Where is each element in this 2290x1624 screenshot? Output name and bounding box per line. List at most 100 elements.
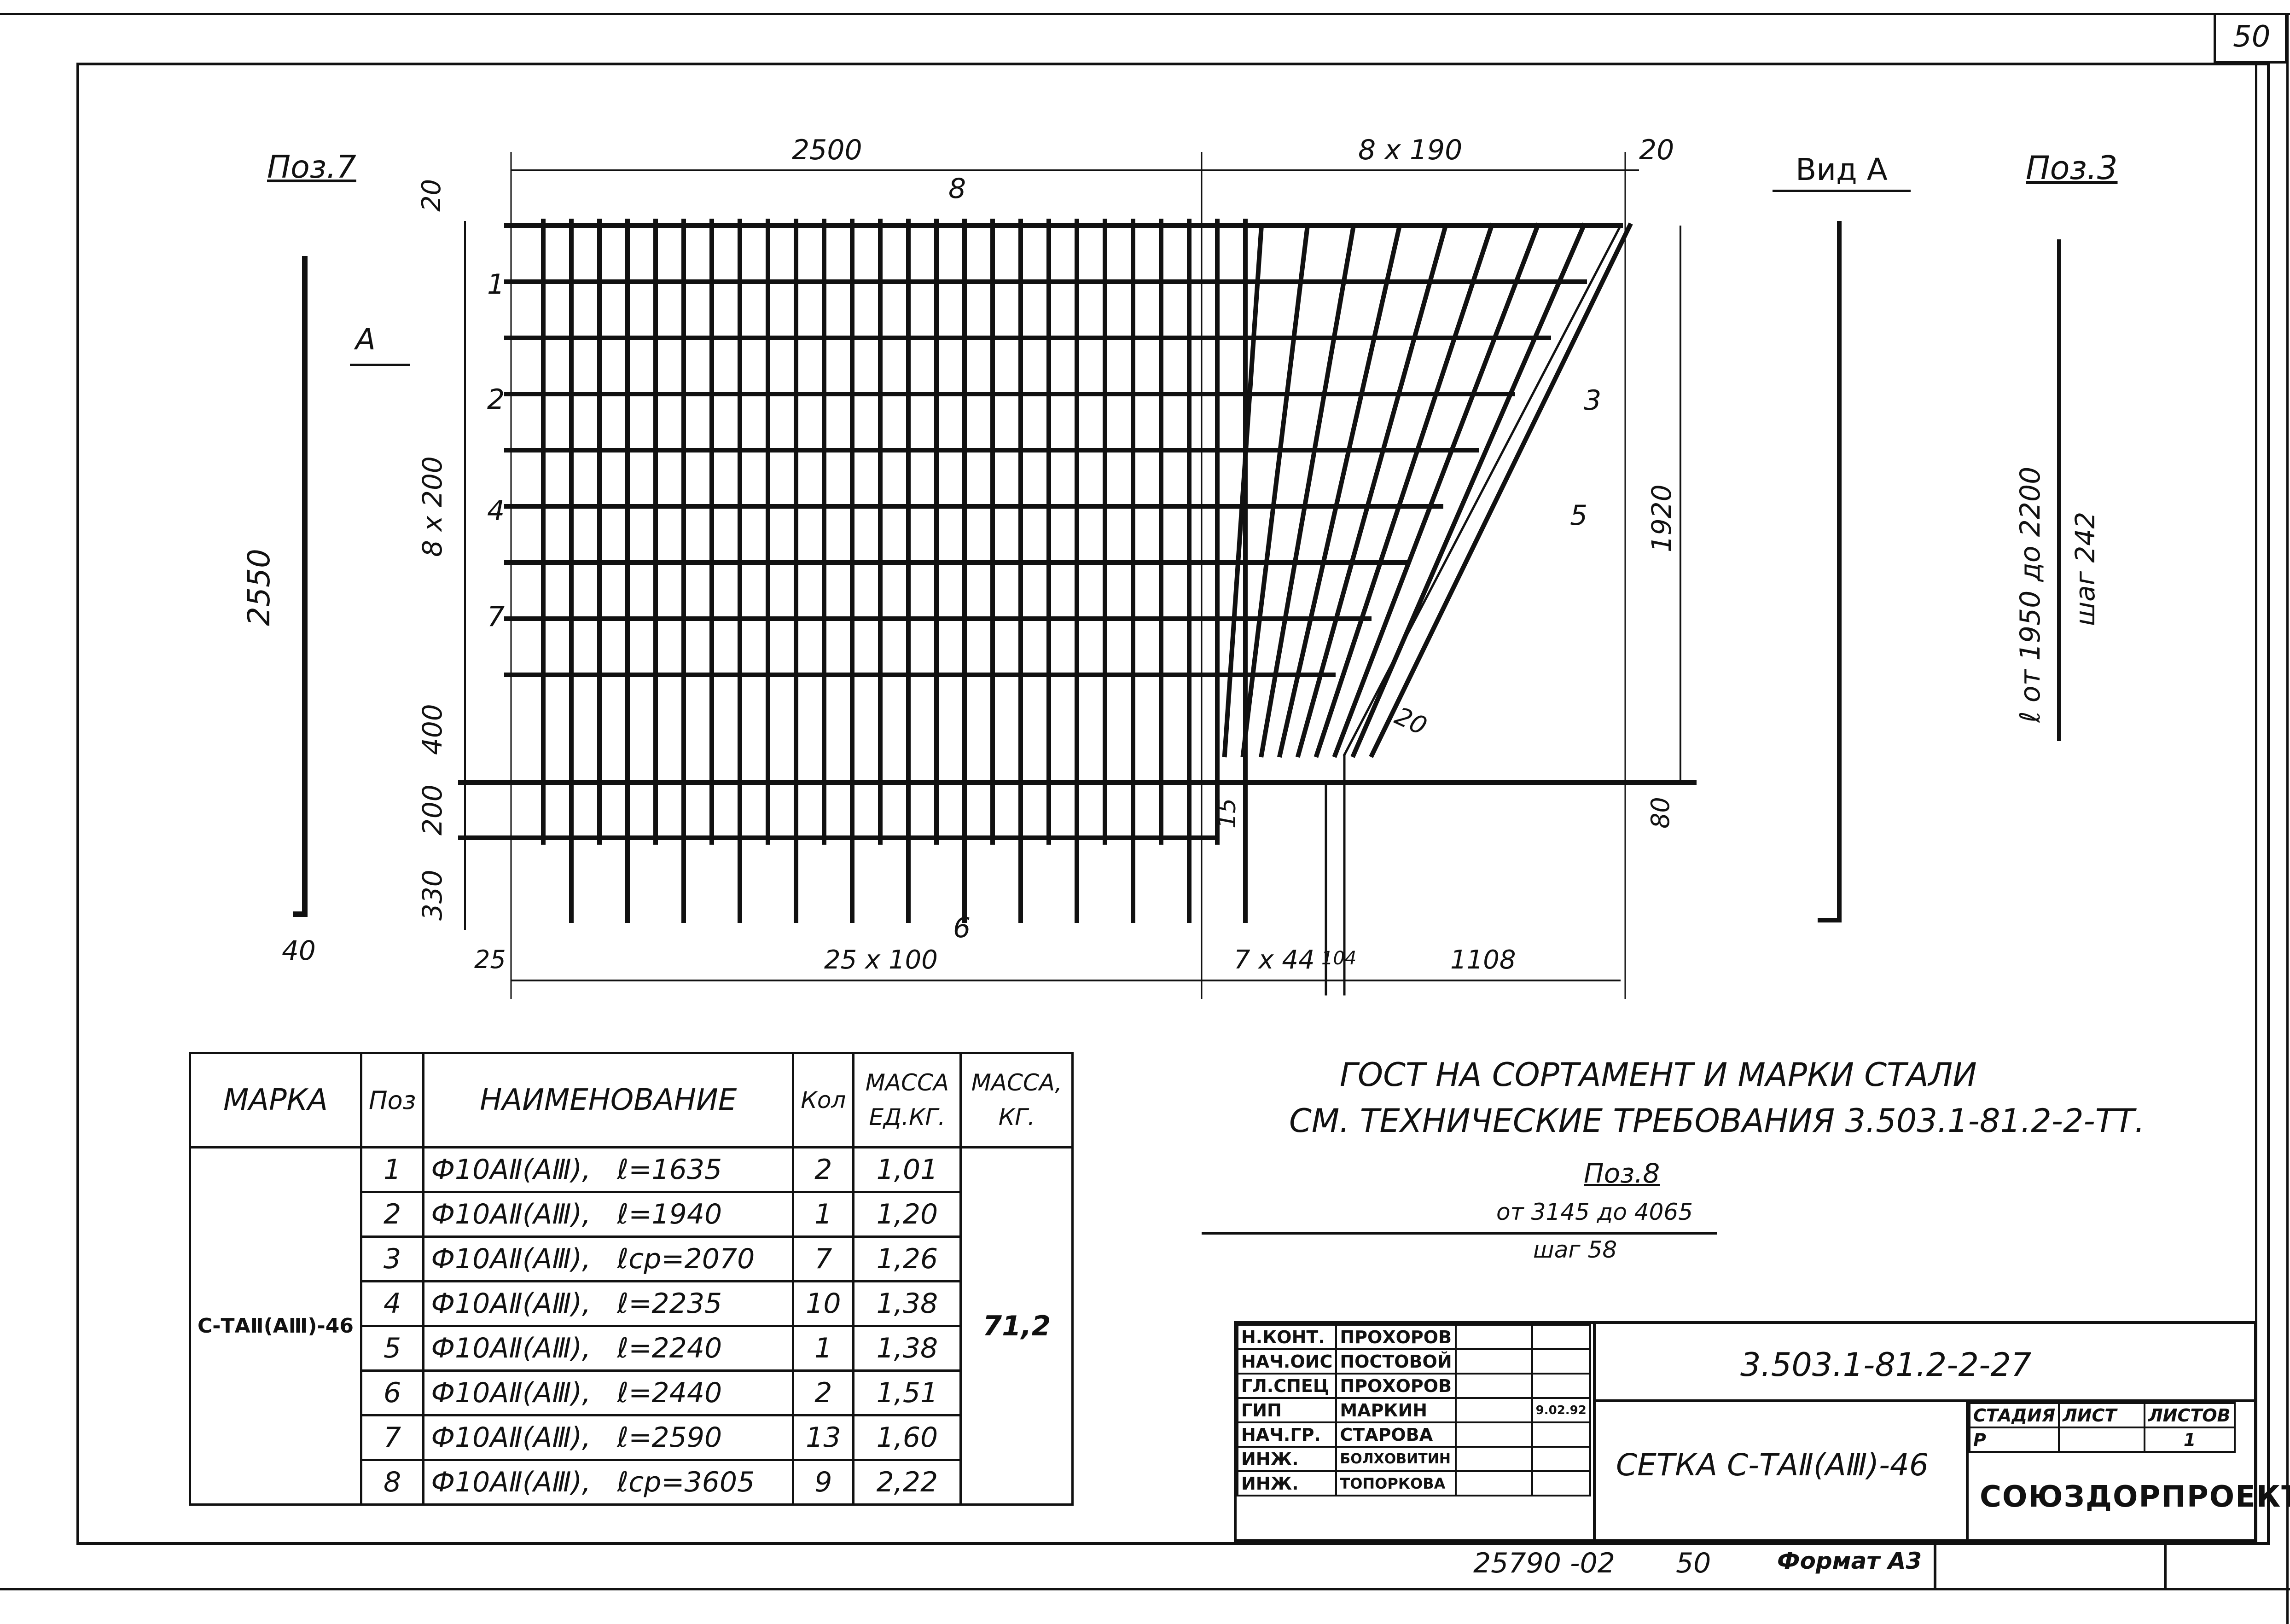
row-pos: 2 [360, 1191, 425, 1238]
right-dim-80: 80 [1646, 797, 1675, 829]
signer-role: НАЧ.ОИС [1236, 1348, 1337, 1375]
view-a-foot [1818, 918, 1842, 922]
left-dim-20: 20 [417, 179, 447, 212]
row-qty: 1 [792, 1191, 855, 1238]
date-cell [1531, 1446, 1591, 1472]
pos6-mark: 6 [953, 912, 971, 944]
view-a-title: Вид А [1796, 152, 1888, 187]
bottom-dim-7x44: 7 x 44 [1234, 945, 1315, 975]
table-row: 6 Ф10АⅡ(АⅢ), ℓ=2440 2 1,51 [190, 1369, 1073, 1416]
row-unit-mass: 1,38 [852, 1325, 962, 1372]
top-dim-8x190: 8 x 190 [1358, 134, 1463, 166]
fan-bar [1369, 222, 1633, 758]
title-block-hline [1593, 1399, 2257, 1402]
sheets-header: ЛИСТОВ [2144, 1402, 2236, 1428]
row-qty: 1 [792, 1325, 855, 1372]
row-unit-mass: 1,38 [852, 1280, 962, 1327]
table-row: С-ТАⅡ(АⅢ)-46 1 Ф10АⅡ(АⅢ), ℓ=1635 2 1,01 … [189, 1146, 1074, 1506]
doc-code: 3.503.1-81.2-2-27 [1740, 1346, 2032, 1384]
row-unit-mass: 1,20 [852, 1191, 962, 1238]
pos8-mark: 8 [948, 173, 966, 205]
row-unit-mass: 1,60 [852, 1414, 962, 1461]
pos-number-5: 5 [1570, 499, 1588, 532]
view-a-underline [1773, 190, 1911, 192]
fan-bar [1332, 222, 1541, 758]
bottom-strip-box-2 [2164, 1542, 2167, 1588]
sheets-total: 1 [2144, 1427, 2236, 1453]
row-name: Ф10АⅡ(АⅢ), ℓ=2440 [422, 1369, 795, 1416]
fan-bar [1222, 223, 1264, 758]
row-pos: 3 [360, 1235, 425, 1282]
bottom-sheet: 50 [1676, 1547, 1711, 1579]
section-arrow-label: А [355, 323, 376, 357]
pos3-bar [2057, 239, 2061, 741]
sheet-header: ЛИСТ [2058, 1402, 2146, 1428]
pos3-length: ℓ от 1950 до 2200 [2014, 466, 2046, 723]
right-dim-1920: 1920 [1646, 484, 1677, 552]
pos7-hook [293, 911, 308, 917]
right-inner-line [2255, 63, 2257, 1545]
pos3-title: Поз.3 [2026, 149, 2118, 187]
row-pos: 4 [360, 1280, 425, 1327]
row-pos: 5 [360, 1325, 425, 1372]
header-pos: Поз [360, 1052, 425, 1148]
row-unit-mass: 2,22 [852, 1459, 962, 1506]
left-dim-400: 400 [417, 704, 448, 755]
row-name: Ф10АⅡ(АⅢ), ℓ=1940 [422, 1191, 795, 1238]
specification-table: МАРКА Поз НАИМЕНОВАНИЕ Кол МАССА ЕД.КГ. … [189, 1052, 1074, 1506]
signer-role: ГИП [1236, 1397, 1337, 1423]
left-dim-8x200: 8 x 200 [417, 456, 448, 557]
bottom-dim-104: 104 [1321, 948, 1357, 969]
row-pos: 7 [360, 1414, 425, 1461]
row-unit-mass: 1,26 [852, 1235, 962, 1282]
bottom-border-line [0, 1588, 2290, 1590]
row-name: Ф10АⅡ(АⅢ), ℓ=1635 [422, 1146, 795, 1193]
date-cell [1531, 1373, 1591, 1399]
top-border-line [0, 13, 2290, 15]
table-row: 4 Ф10АⅡ(АⅢ), ℓ=2235 10 1,38 [190, 1280, 1073, 1327]
signer-name: ПОСТОВОЙ [1335, 1348, 1457, 1375]
bottom-dim-25: 25 [474, 945, 506, 974]
fan-bar [1295, 222, 1449, 758]
left-dim-200: 200 [417, 784, 448, 835]
total-mass: 71,2 [959, 1146, 1074, 1506]
signer-role: НАЧ.ГР. [1236, 1421, 1337, 1448]
signer-role: ИНЖ. [1236, 1470, 1337, 1496]
bottom-strip-box [1934, 1542, 1936, 1588]
fan-bar [1350, 222, 1587, 758]
bottom-dim-1108: 1108 [1450, 945, 1516, 975]
date-cell [1531, 1324, 1591, 1350]
pos-number-4: 4 [487, 495, 505, 527]
date-cell [1531, 1470, 1591, 1496]
top-dim-2500: 2500 [792, 134, 862, 166]
row-pos: 8 [360, 1459, 425, 1506]
table-row: 8 Ф10АⅡ(АⅢ), ℓср=3605 9 2,22 [190, 1459, 1073, 1506]
row-qty: 13 [792, 1414, 855, 1461]
note-line-1: ГОСТ НА СОРТАМЕНТ И МАРКИ СТАЛИ [1340, 1056, 1977, 1094]
header-mass: МАССА, КГ. [959, 1052, 1074, 1148]
fan-bar [1240, 223, 1310, 758]
date-cell [1531, 1348, 1591, 1375]
paper-format: Формат А3 [1777, 1548, 1922, 1574]
fan-bar [1314, 222, 1495, 758]
sheet-value [2058, 1427, 2146, 1453]
view-a-bar [1837, 221, 1842, 921]
signature-cell [1454, 1397, 1533, 1423]
signature-cell [1454, 1373, 1533, 1399]
row-unit-mass: 1,51 [852, 1369, 962, 1416]
page-number-box [2214, 13, 2287, 64]
pos3-step: шаг 242 [2069, 511, 2101, 626]
row-name: Ф10АⅡ(АⅢ), ℓ=2240 [422, 1325, 795, 1372]
fan-bar [1259, 223, 1356, 758]
bottom-dim-25x100: 25 x 100 [824, 945, 938, 975]
row-qty: 10 [792, 1280, 855, 1327]
stage-value: Р [1968, 1427, 2060, 1453]
row-name: Ф10АⅡ(АⅢ), ℓср=2070 [422, 1235, 795, 1282]
row-qty: 9 [792, 1459, 855, 1506]
